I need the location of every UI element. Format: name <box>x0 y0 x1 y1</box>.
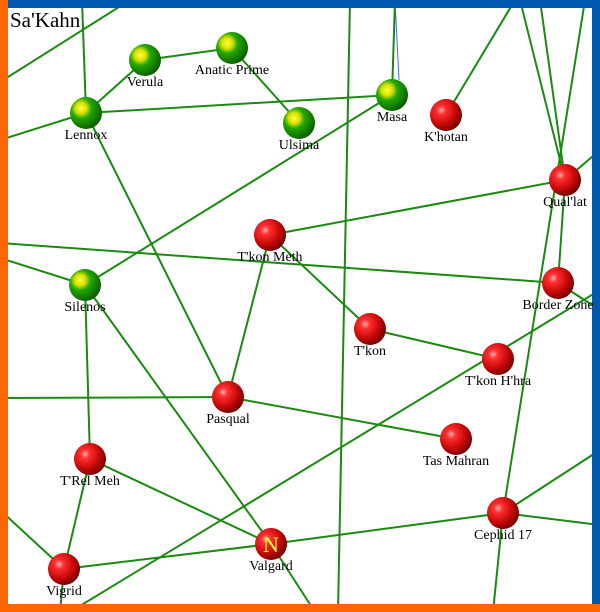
border-right <box>592 0 600 612</box>
friendly-planet-icon <box>283 107 315 139</box>
hostile-planet-icon <box>542 267 574 299</box>
system-t-kon-h-hra[interactable] <box>482 343 514 375</box>
region-title: Sa'Kahn <box>10 8 81 32</box>
hyperlane <box>502 0 586 514</box>
hostile-planet-icon <box>74 443 106 475</box>
system-label: Ulsima <box>278 138 320 153</box>
system-label: Qual'lat <box>543 195 587 210</box>
hostile-planet-icon <box>487 497 519 529</box>
system-label: Silenos <box>64 300 106 315</box>
system-vigrid[interactable] <box>48 553 80 585</box>
system-label: Valgard <box>249 559 293 574</box>
system-t-kon[interactable] <box>354 313 386 345</box>
system-label: T'Rel Meh <box>60 474 120 489</box>
hyperlane <box>0 242 559 284</box>
hyperlane <box>69 289 600 612</box>
hyperlane <box>85 94 393 114</box>
system-label: Tas Mahran <box>422 454 490 469</box>
system-label: Vigrid <box>46 584 82 599</box>
hyperlane <box>519 0 566 181</box>
hostile-planet-icon <box>354 313 386 345</box>
hyperlane <box>89 458 272 545</box>
hyperlane <box>269 234 371 330</box>
hostile-planet-icon <box>48 553 80 585</box>
system-label: Verula <box>126 75 164 90</box>
system-label: Border Zone <box>522 298 594 313</box>
hyperlane <box>445 0 516 116</box>
system-label: Cephid 17 <box>474 528 532 543</box>
border-left <box>0 0 8 612</box>
hyperlane <box>502 512 600 526</box>
border-top <box>0 0 600 8</box>
border-bottom <box>0 604 600 612</box>
hyperlane <box>492 512 504 612</box>
friendly-planet-icon <box>129 44 161 76</box>
hyperlane <box>0 396 229 399</box>
hostile-planet-icon <box>482 343 514 375</box>
hyperlane <box>337 0 351 612</box>
system-label: Lennox <box>64 128 108 143</box>
hyperlane <box>502 449 600 514</box>
system-t-kon-meth[interactable] <box>254 219 286 251</box>
hostile-planet-icon <box>254 219 286 251</box>
route-line <box>394 0 400 81</box>
system-verula[interactable] <box>129 44 161 76</box>
system-label: Masa <box>376 110 408 125</box>
system-label: K'hotan <box>424 130 468 145</box>
hyperlane <box>63 543 272 570</box>
system-t-rel-meh[interactable] <box>74 443 106 475</box>
system-qual-lat[interactable] <box>549 164 581 196</box>
system-label: T'kon Meth <box>237 250 303 265</box>
system-silenos[interactable] <box>69 269 101 301</box>
hostile-planet-icon <box>440 423 472 455</box>
hostile-planet-icon <box>430 99 462 131</box>
hostile-planet-icon <box>212 381 244 413</box>
hyperlane <box>84 284 272 545</box>
system-cephid-17[interactable] <box>487 497 519 529</box>
system-k-hotan[interactable] <box>430 99 462 131</box>
friendly-planet-icon <box>69 269 101 301</box>
system-label: T'kon H'hra <box>464 374 532 389</box>
system-valgard[interactable]: N <box>255 528 287 560</box>
hyperlane <box>557 179 566 284</box>
hostile-planet-icon <box>549 164 581 196</box>
system-tas-mahran[interactable] <box>440 423 472 455</box>
hyperlane <box>270 512 504 545</box>
system-lennox[interactable] <box>70 97 102 129</box>
hostile-planet-icon <box>255 528 287 560</box>
system-pasqual[interactable] <box>212 381 244 413</box>
system-anatic-prime[interactable] <box>216 32 248 64</box>
hyperlane <box>63 458 91 570</box>
hyperlane <box>81 0 87 114</box>
system-label: Pasqual <box>206 412 250 427</box>
system-border-zone[interactable] <box>542 267 574 299</box>
friendly-planet-icon <box>216 32 248 64</box>
hyperlane <box>231 47 300 124</box>
system-masa[interactable] <box>376 79 408 111</box>
hyperlane <box>269 179 566 236</box>
system-ulsima[interactable] <box>283 107 315 139</box>
home-marker: N <box>263 532 279 557</box>
system-label: Anatic Prime <box>194 63 270 78</box>
hyperlane <box>369 328 499 360</box>
hyperlane <box>0 0 131 83</box>
hyperlane <box>84 284 91 460</box>
system-label: T'kon <box>353 344 387 359</box>
friendly-planet-icon <box>70 97 102 129</box>
friendly-planet-icon <box>376 79 408 111</box>
